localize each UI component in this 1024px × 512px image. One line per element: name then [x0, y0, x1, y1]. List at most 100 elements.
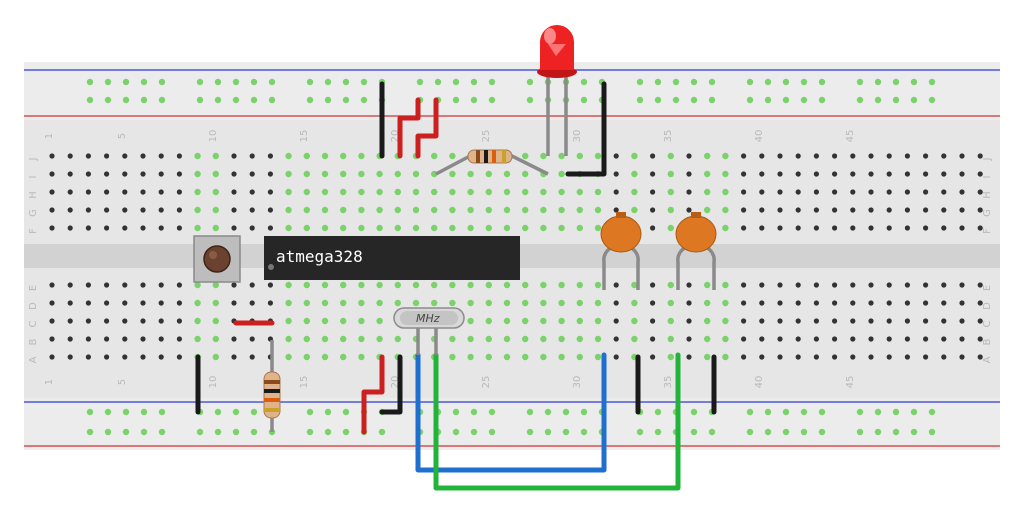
hole	[176, 189, 182, 195]
hole	[212, 224, 219, 232]
row-letter: A	[982, 356, 993, 363]
rail-hole	[214, 96, 222, 104]
hole	[503, 353, 511, 361]
rail-hole	[874, 428, 882, 436]
hole	[449, 170, 456, 178]
hole	[285, 224, 292, 232]
hole	[576, 317, 583, 325]
hole	[212, 353, 219, 361]
hole	[140, 300, 146, 306]
rail-hole	[708, 78, 716, 86]
hole	[140, 318, 146, 324]
hole	[231, 171, 237, 177]
hole	[759, 354, 765, 360]
hole	[431, 188, 438, 196]
hole	[941, 318, 947, 324]
hole	[194, 317, 201, 325]
hole	[449, 299, 456, 307]
hole	[777, 225, 783, 231]
hole	[67, 300, 73, 306]
hole	[667, 299, 674, 307]
blue-wire	[415, 352, 607, 473]
hole	[485, 299, 492, 307]
hole	[67, 225, 73, 231]
hole	[449, 206, 456, 214]
hole	[522, 353, 529, 361]
black-wire-top-right	[565, 81, 607, 177]
hole	[594, 317, 602, 325]
hole	[67, 171, 73, 177]
rail-hole	[782, 408, 790, 416]
hole	[777, 336, 783, 342]
hole	[576, 299, 583, 307]
rail-hole	[672, 78, 680, 86]
hole	[868, 282, 874, 288]
hole	[321, 317, 329, 325]
rail-hole	[746, 96, 754, 104]
hole	[813, 282, 820, 288]
hole	[158, 207, 164, 213]
rail-hole	[892, 96, 900, 104]
hole	[613, 336, 619, 342]
hole	[977, 318, 983, 324]
hole	[321, 170, 329, 178]
hole	[540, 206, 547, 214]
rail-hole	[764, 428, 772, 436]
rail-hole	[214, 78, 222, 86]
rail-hole	[416, 78, 424, 86]
hole	[285, 170, 292, 178]
rail-hole	[928, 408, 936, 416]
hole	[704, 170, 711, 178]
hole	[249, 336, 255, 342]
hole	[795, 300, 801, 306]
hole	[158, 171, 164, 177]
hole	[813, 336, 820, 342]
hole	[558, 299, 565, 307]
hole	[376, 281, 383, 289]
hole	[104, 189, 110, 195]
hole	[850, 318, 856, 324]
row-letter: G	[982, 209, 993, 217]
hole	[977, 300, 983, 306]
hole	[503, 170, 511, 178]
hole	[231, 300, 237, 306]
hole	[212, 281, 219, 289]
rail-hole	[250, 96, 258, 104]
hole	[832, 225, 838, 231]
rail-hole	[856, 96, 864, 104]
hole	[795, 189, 801, 195]
hole	[340, 335, 347, 343]
column-number: 25	[481, 376, 492, 389]
hole	[759, 207, 765, 213]
hole	[285, 152, 292, 160]
hole	[485, 281, 492, 289]
row-letter: G	[28, 209, 39, 217]
hole	[613, 189, 619, 195]
hole	[759, 318, 765, 324]
rail-hole	[892, 78, 900, 86]
rail-hole	[452, 78, 460, 86]
hole	[49, 300, 55, 306]
rail-hole	[342, 428, 350, 436]
hole	[686, 207, 692, 213]
rail-hole	[268, 96, 276, 104]
hole	[158, 354, 164, 360]
hole	[212, 206, 219, 214]
hole	[104, 282, 110, 288]
row-letter: I	[982, 176, 993, 179]
column-number: 30	[572, 130, 583, 143]
hole	[722, 152, 729, 160]
hole	[558, 206, 565, 214]
hole	[850, 225, 856, 231]
rail-hole	[86, 78, 94, 86]
hole	[813, 171, 820, 177]
hole	[650, 207, 656, 213]
hole	[795, 336, 801, 342]
rail-hole	[86, 428, 94, 436]
hole	[959, 336, 965, 342]
rail-hole	[690, 408, 698, 416]
hole	[340, 317, 347, 325]
hole	[67, 318, 73, 324]
hole	[303, 353, 310, 361]
hole	[212, 317, 219, 325]
